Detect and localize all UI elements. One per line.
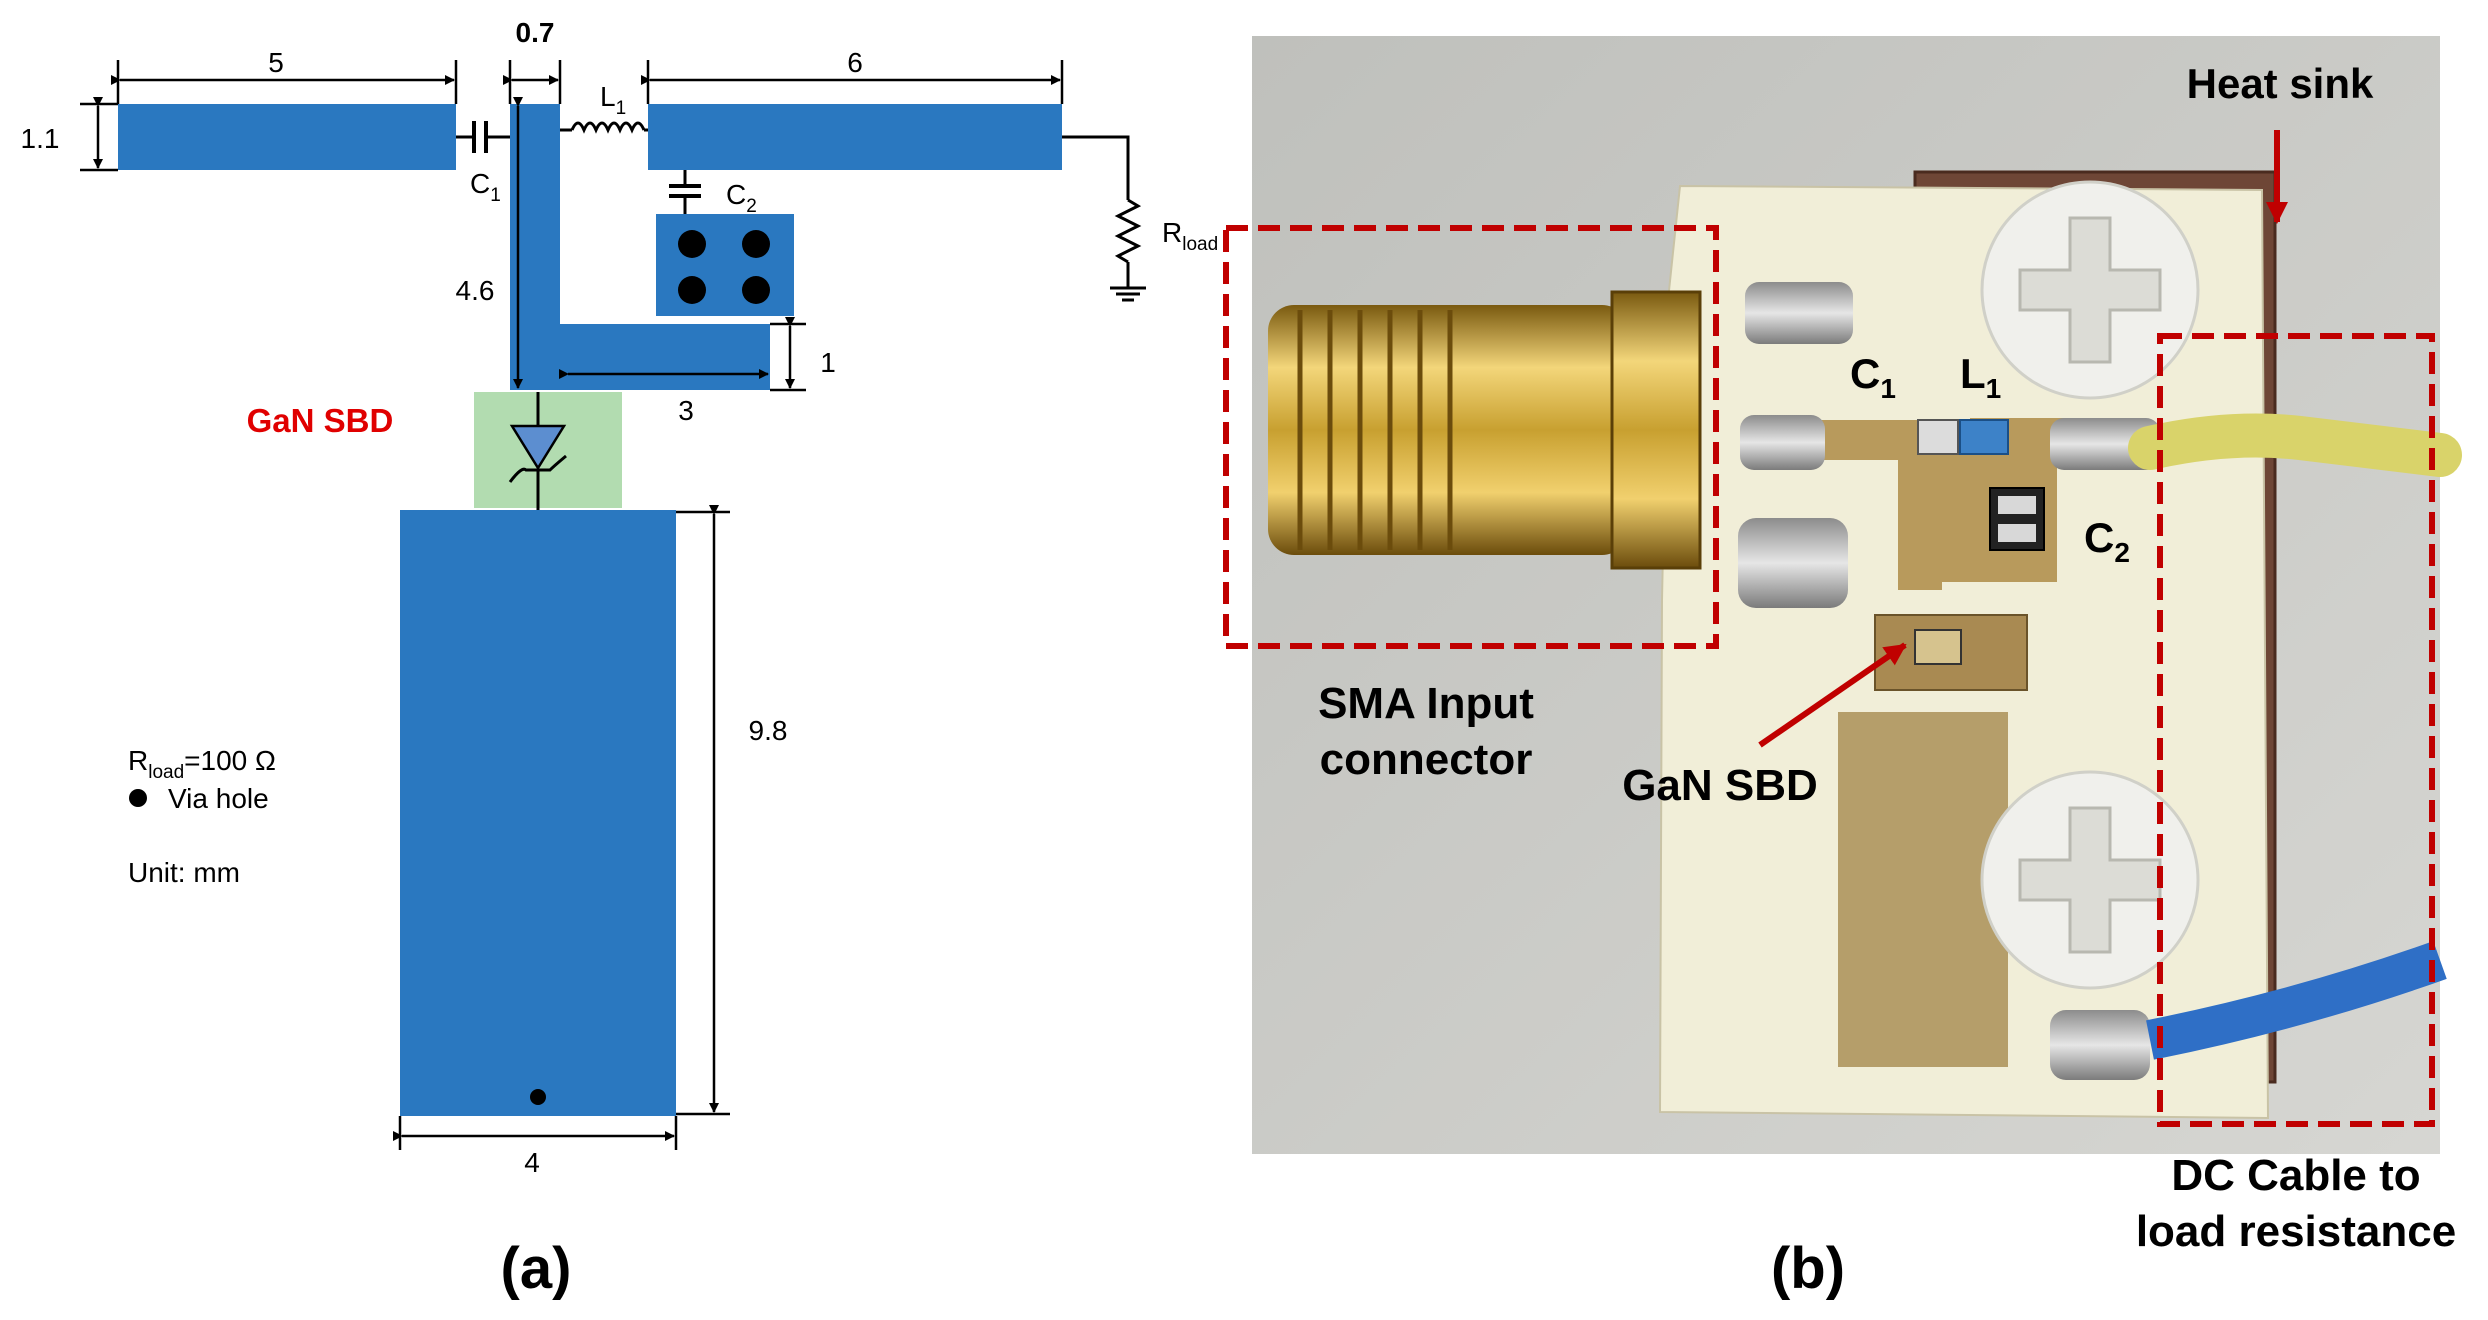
l1-photo-label: L1 [1960,350,2001,404]
sma-highlight-box [1223,225,1719,649]
l1-label: L1 [600,81,626,119]
heat-sink-label: Heat sink [2187,60,2374,107]
c2-chip-terminal [1998,496,2036,514]
board-bottom-pad [1838,712,2008,1067]
panel-b: Heat sink C1 L1 C2 SMA Input connector G… [1223,36,2462,1301]
rload-label: Rload [1162,217,1218,255]
trace-bottom-pad [400,510,676,1116]
dim-stub-width: 0.7 [516,17,555,48]
caption-a: (a) [501,1236,572,1301]
blue-dc-cable [2146,941,2447,1060]
via-hole [678,230,706,258]
solder-joint [1738,518,1848,608]
dim-top-right-length: 6 [847,47,863,78]
screw-top [1980,180,2200,400]
dc-cable-label-line1: DC Cable to [2171,1151,2420,1200]
via-hole [742,276,770,304]
via-hole [742,230,770,258]
dim-bottom-width: 4 [524,1147,540,1178]
c2-photo-label: C2 [2084,514,2130,568]
board-trace-vertical [1898,450,1942,590]
dc-cable-label-line2: load resistance [2136,1207,2456,1256]
solder-joint [2050,1010,2150,1080]
trace-top-left [118,104,456,170]
l1-inductor-symbol [560,121,648,134]
dc-cable-highlight-box [2157,333,2435,1127]
sma-connector [1268,290,1702,570]
caption-b: (b) [1771,1236,1845,1301]
rload-resistor-symbol [1062,135,1146,302]
c1-label: C1 [470,168,501,206]
dim-bottom-length: 9.8 [749,715,788,746]
dim-top-left-length: 5 [268,47,284,78]
diode-label: GaN SBD [247,402,394,439]
c2-chip-terminal [1998,524,2036,542]
trace-top-right [648,104,1062,170]
c2-via-pad [656,214,794,316]
dim-short-stub-height: 1 [820,347,836,378]
gan-sbd-chip [1914,629,1962,665]
via-hole [678,276,706,304]
c1-chip [1917,419,1959,455]
gan-sbd-photo-label: GaN SBD [1622,761,1818,810]
legend-via-marker [129,789,147,807]
dim-short-stub-length: 3 [678,395,694,426]
c2-label: C2 [726,179,757,217]
sma-label-line1: SMA Input [1318,679,1534,728]
legend-rload: Rload=100 Ω [128,745,276,783]
solder-joint [1745,282,1853,344]
sma-label-line2: connector [1320,735,1533,784]
dim-stub-length: 4.6 [456,275,495,306]
gan-sbd-arrow [1758,642,1907,748]
diode-symbol [508,392,567,510]
dimension-lines [80,60,1064,1150]
c1-photo-label: C1 [1850,350,1896,404]
via-hole [530,1089,546,1105]
dim-top-left-height: 1.1 [21,123,60,154]
legend-unit: Unit: mm [128,857,240,888]
screw-bottom [1980,770,2200,990]
yellow-dc-cable [2128,413,2462,477]
solder-joint [1740,415,1825,470]
panel-a: 5 1.1 0.7 6 4.6 1 3 9.8 4 C1 L1 C2 Rload… [21,17,1219,1301]
c1-capacitor-symbol [456,121,510,153]
trace-short-stub [560,324,770,390]
l1-chip [1959,419,2009,455]
c2-capacitor-symbol [669,170,701,214]
legend-via-text: Via hole [168,783,269,814]
